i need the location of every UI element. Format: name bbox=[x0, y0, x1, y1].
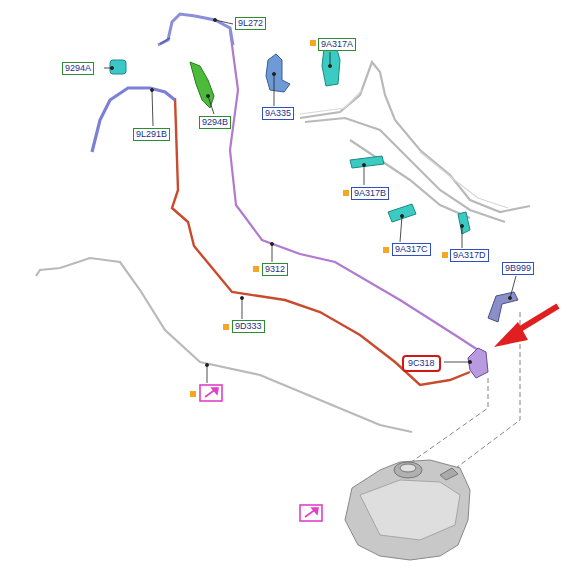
callout-number: 9A317A bbox=[318, 38, 356, 51]
callout-number: 9B999 bbox=[502, 262, 534, 275]
callout-number: 9L272 bbox=[235, 17, 266, 30]
callout-number: 9312 bbox=[262, 263, 288, 276]
callout-number: 9A335 bbox=[262, 107, 294, 120]
callout-number: 9A317C bbox=[392, 243, 431, 256]
callout-number: 9A317B bbox=[351, 187, 389, 200]
callout-number: 9A317D bbox=[450, 249, 489, 262]
callout-number: 9L291B bbox=[133, 128, 170, 141]
callout-number: 9C318 bbox=[402, 355, 441, 372]
callout-number: 9D333 bbox=[232, 320, 265, 333]
callout-number: 9294A bbox=[62, 62, 94, 75]
callout-number: 9294B bbox=[199, 116, 231, 129]
